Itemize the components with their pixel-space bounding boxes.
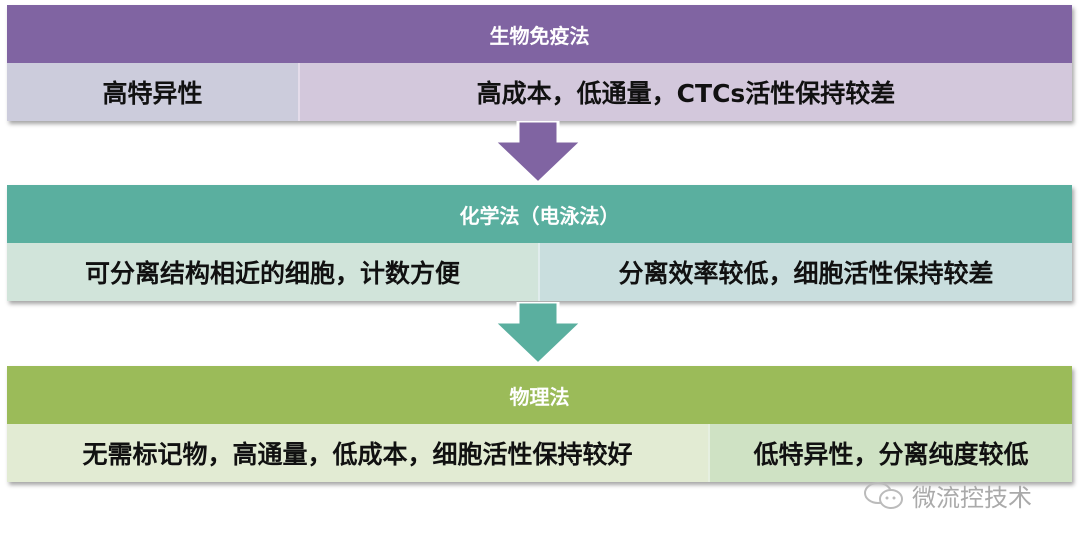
disadvantage-cell: 高成本，低通量，CTCs活性保持较差 bbox=[298, 63, 1072, 121]
down-arrow-icon bbox=[490, 302, 586, 366]
block-title: 化学法（电泳法） bbox=[7, 185, 1072, 243]
disadvantage-cell: 低特异性，分离纯度较低 bbox=[708, 424, 1072, 482]
down-arrow-icon bbox=[490, 121, 586, 185]
advantage-cell: 可分离结构相近的细胞，计数方便 bbox=[7, 243, 538, 301]
watermark: 微流控技术 bbox=[862, 478, 1032, 513]
wechat-icon bbox=[864, 481, 903, 509]
immunology-method-block: 生物免疫法 高特异性 高成本，低通量，CTCs活性保持较差 bbox=[7, 5, 1072, 121]
advantage-cell: 高特异性 bbox=[7, 63, 298, 121]
block-title: 物理法 bbox=[7, 366, 1072, 424]
disadvantage-cell: 分离效率较低，细胞活性保持较差 bbox=[538, 243, 1072, 301]
chemical-method-block: 化学法（电泳法） 可分离结构相近的细胞，计数方便 分离效率较低，细胞活性保持较差 bbox=[7, 185, 1072, 301]
block-title: 生物免疫法 bbox=[7, 5, 1072, 63]
advantage-cell: 无需标记物，高通量，低成本，细胞活性保持较好 bbox=[7, 424, 708, 482]
physical-method-block: 物理法 无需标记物，高通量，低成本，细胞活性保持较好 低特异性，分离纯度较低 bbox=[7, 366, 1072, 482]
watermark-text: 微流控技术 bbox=[912, 484, 1032, 512]
